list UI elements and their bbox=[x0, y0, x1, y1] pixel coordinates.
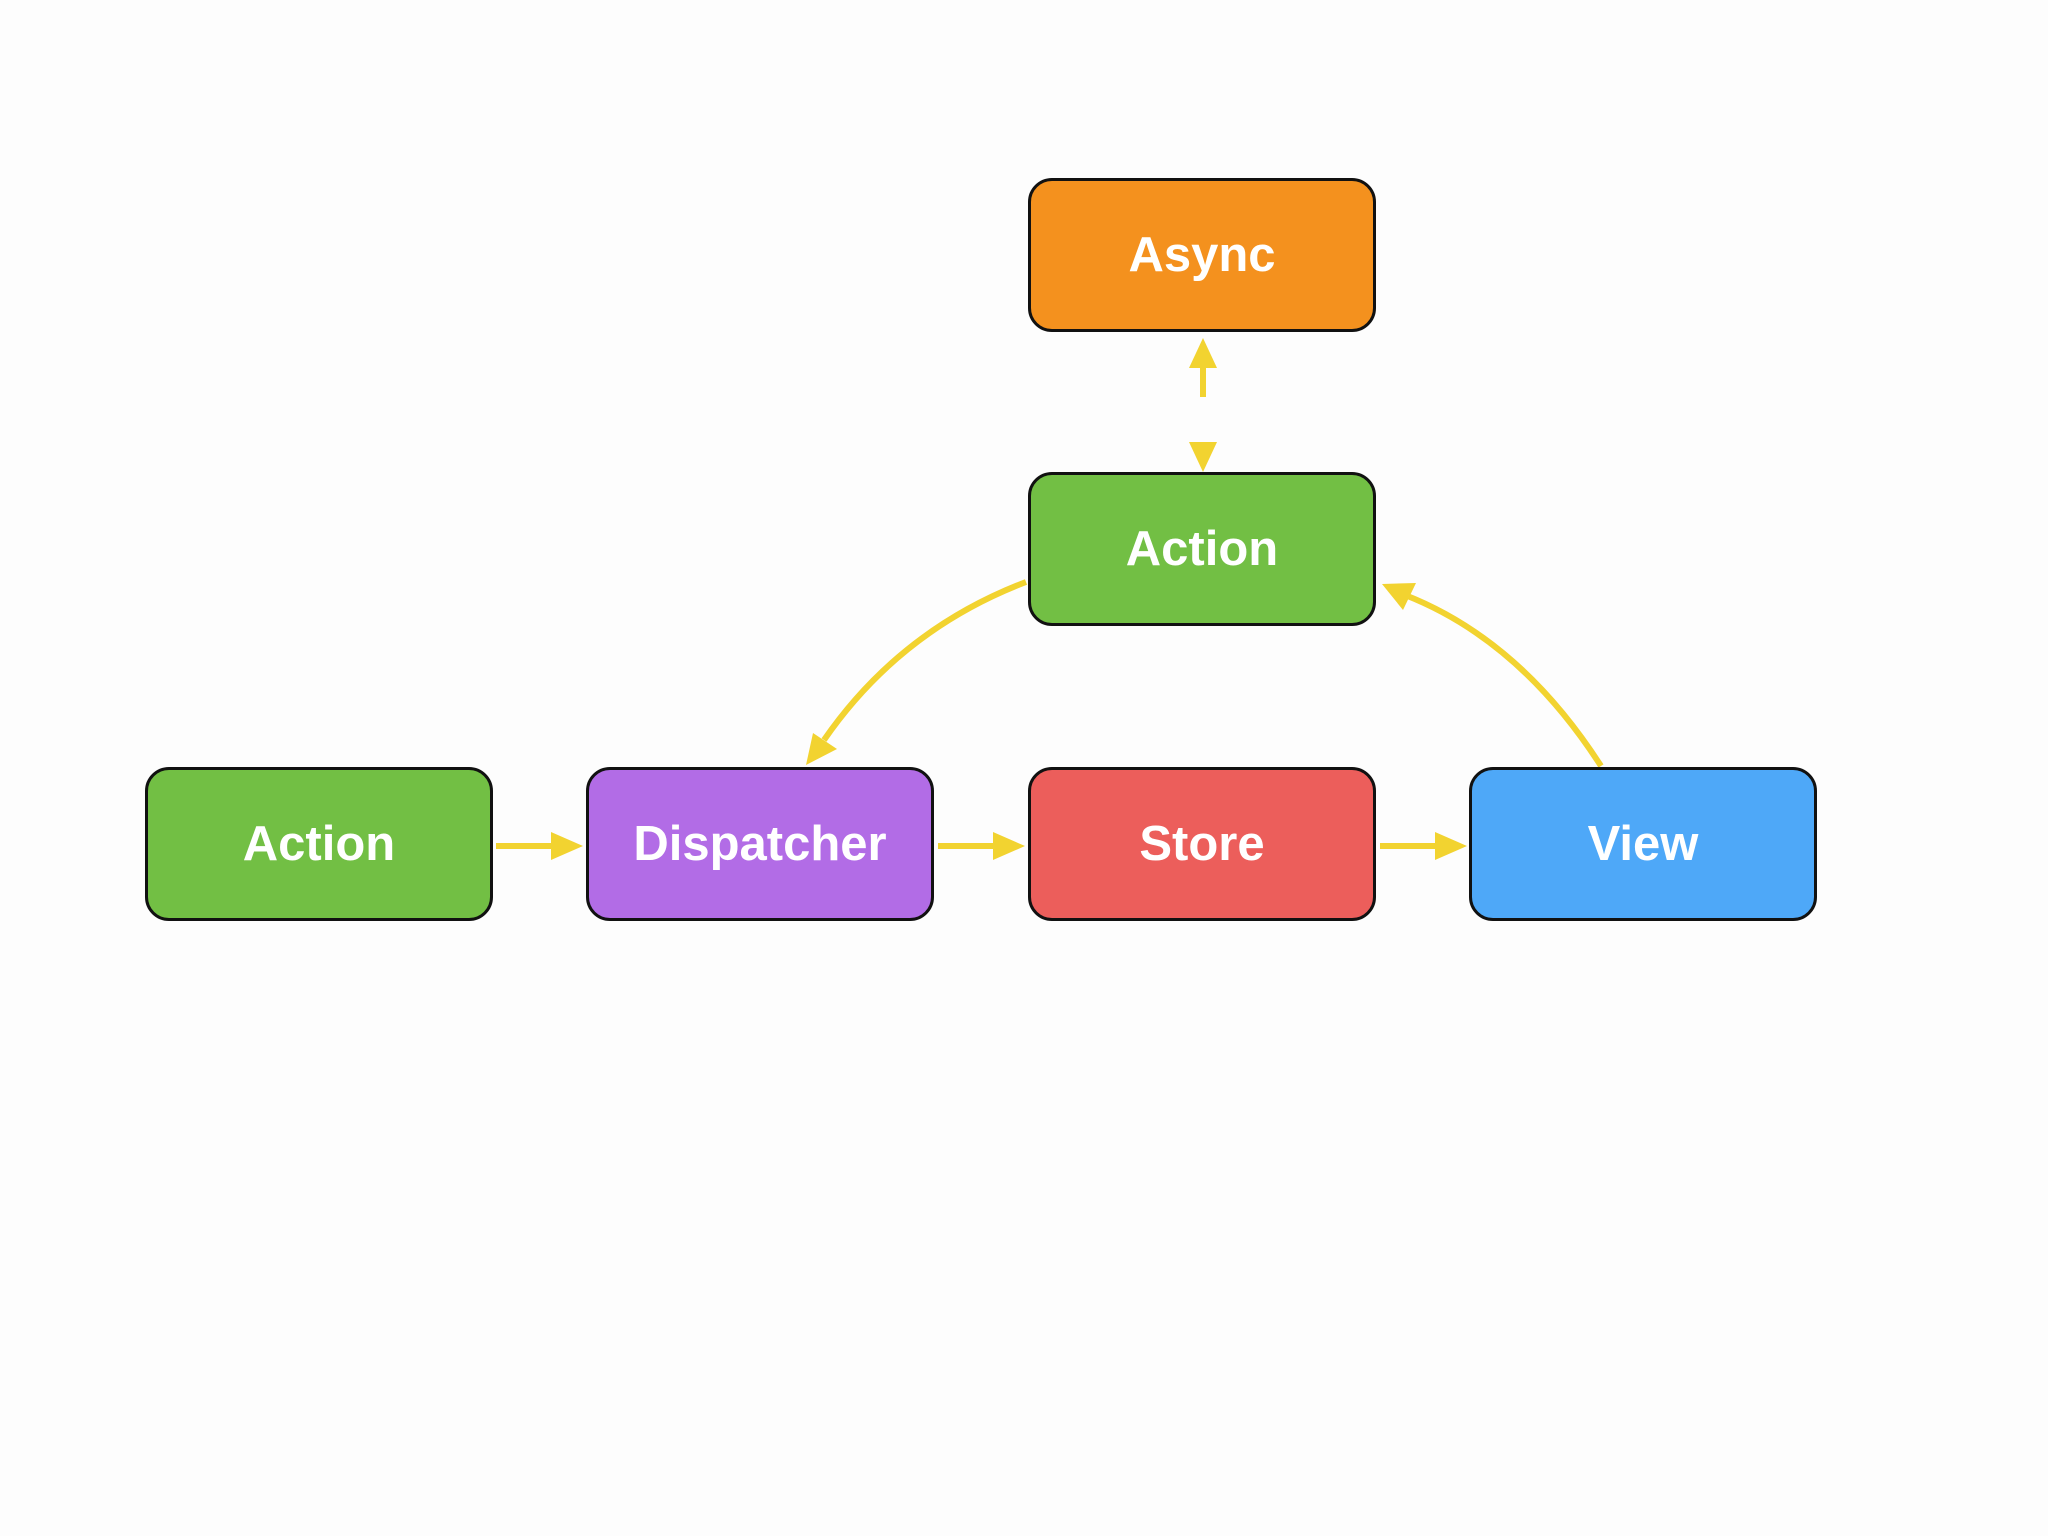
arrowhead-to-action-top bbox=[1189, 442, 1217, 472]
async-node-label: Async bbox=[1128, 228, 1276, 282]
action-node-top: Action bbox=[1028, 472, 1376, 626]
async-node: Async bbox=[1028, 178, 1376, 332]
view-node-label: View bbox=[1587, 817, 1699, 871]
arrowhead-to-dispatcher bbox=[806, 733, 837, 765]
arrowhead-to-action-top-from-view bbox=[1382, 583, 1416, 610]
action-node-top-label: Action bbox=[1125, 522, 1279, 576]
arrowhead-to-store bbox=[993, 832, 1025, 860]
edge-action-dispatcher bbox=[821, 579, 1028, 742]
store-node-label: Store bbox=[1139, 817, 1265, 871]
action-node-left-label: Action bbox=[242, 817, 396, 871]
view-node: View bbox=[1469, 767, 1817, 921]
arrowhead-to-async bbox=[1189, 338, 1217, 368]
dispatcher-node: Dispatcher bbox=[586, 767, 934, 921]
edge-view-action bbox=[1403, 592, 1604, 768]
arrowhead-to-dispatcher-left bbox=[551, 832, 583, 860]
action-node-left: Action bbox=[145, 767, 493, 921]
dispatcher-node-label: Dispatcher bbox=[633, 817, 887, 871]
store-node: Store bbox=[1028, 767, 1376, 921]
arrowhead-to-view bbox=[1435, 832, 1467, 860]
